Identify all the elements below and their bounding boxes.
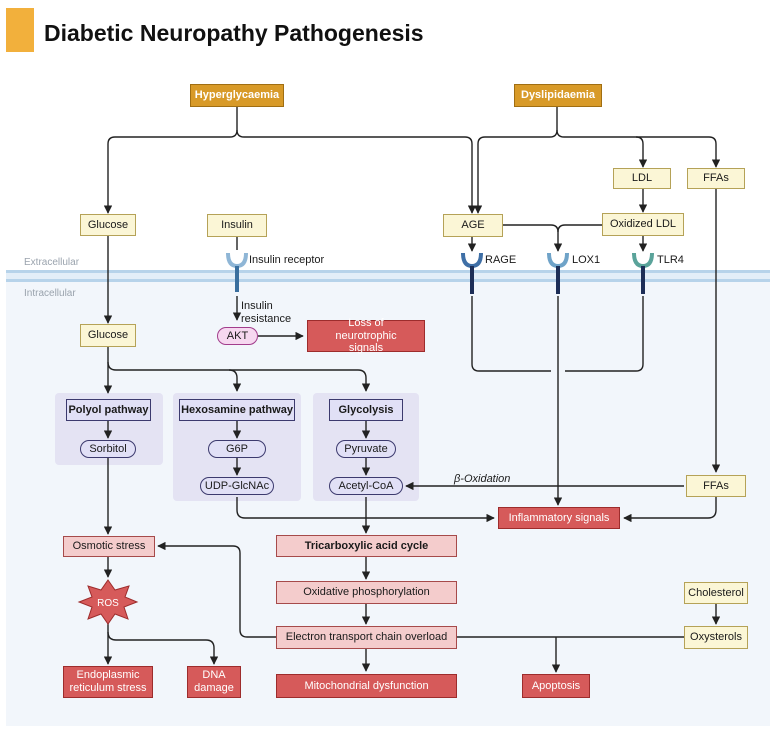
er-stress-node: Endoplasmic reticulum stress bbox=[63, 666, 153, 698]
age-node: AGE bbox=[443, 214, 503, 237]
lox1-label: LOX1 bbox=[572, 253, 601, 266]
insulin-receptor-label: Insulin receptor bbox=[249, 253, 325, 266]
tca-cycle-node: Tricarboxylic acid cycle bbox=[276, 535, 457, 557]
insulin-receptor-icon bbox=[226, 252, 248, 292]
oxysterols-node: Oxysterols bbox=[684, 626, 748, 649]
mitochondrial-dysfunction-node: Mitochondrial dysfunction bbox=[276, 674, 457, 698]
rage-receptor-icon bbox=[461, 252, 483, 294]
ros-burst: ROS bbox=[77, 579, 139, 625]
lox1-receptor-icon bbox=[547, 252, 569, 294]
osmotic-stress-node: Osmotic stress bbox=[63, 536, 155, 557]
apoptosis-node: Apoptosis bbox=[522, 674, 590, 698]
glucose-extracellular-node: Glucose bbox=[80, 214, 136, 236]
extracellular-label: Extracellular bbox=[24, 257, 80, 268]
ldl-node: LDL bbox=[613, 168, 671, 189]
akt-node: AKT bbox=[217, 327, 258, 345]
dyslipidaemia-node: Dyslipidaemia bbox=[514, 84, 602, 107]
ffas-extracellular-node: FFAs bbox=[687, 168, 745, 189]
diagram-title: Diabetic Neuropathy Pathogenesis bbox=[44, 20, 424, 46]
hyperglycaemia-node: Hyperglycaemia bbox=[190, 84, 284, 107]
inflammatory-signals-node: Inflammatory signals bbox=[498, 507, 620, 529]
hexosamine-pathway-node: Hexosamine pathway bbox=[179, 399, 295, 421]
glucose-intracellular-node: Glucose bbox=[80, 324, 136, 347]
loss-neurotrophic-signals-node: Loss of neurotrophic signals bbox=[307, 317, 425, 354]
oxidized-ldl-node: Oxidized LDL bbox=[602, 213, 684, 236]
etc-overload-node: Electron transport chain overload bbox=[276, 626, 457, 649]
polyol-pathway-node: Polyol pathway bbox=[66, 399, 151, 421]
udp-glcnac-node: UDP-GlcNAc bbox=[200, 477, 274, 495]
sorbitol-node: Sorbitol bbox=[80, 440, 136, 458]
acetyl-coa-node: Acetyl-CoA bbox=[329, 477, 403, 495]
cell-membrane bbox=[6, 270, 770, 282]
rage-label: RAGE bbox=[485, 253, 517, 266]
tlr4-label: TLR4 bbox=[657, 253, 684, 266]
intracellular-label: Intracellular bbox=[24, 288, 76, 299]
ffas-intracellular-node: FFAs bbox=[686, 475, 746, 497]
dna-damage-node: DNA damage bbox=[187, 666, 241, 698]
beta-oxidation-label: β-Oxidation bbox=[454, 472, 511, 485]
glycolysis-node: Glycolysis bbox=[329, 399, 403, 421]
cholesterol-node: Cholesterol bbox=[684, 582, 748, 604]
oxidative-phosphorylation-node: Oxidative phosphorylation bbox=[276, 581, 457, 604]
insulin-resistance-label: Insulin resistance bbox=[241, 300, 292, 325]
ros-label: ROS bbox=[97, 598, 119, 609]
title-accent-bar bbox=[6, 8, 34, 52]
g6p-node: G6P bbox=[208, 440, 266, 458]
pyruvate-node: Pyruvate bbox=[336, 440, 396, 458]
insulin-node: Insulin bbox=[207, 214, 267, 237]
tlr4-receptor-icon bbox=[632, 252, 654, 294]
